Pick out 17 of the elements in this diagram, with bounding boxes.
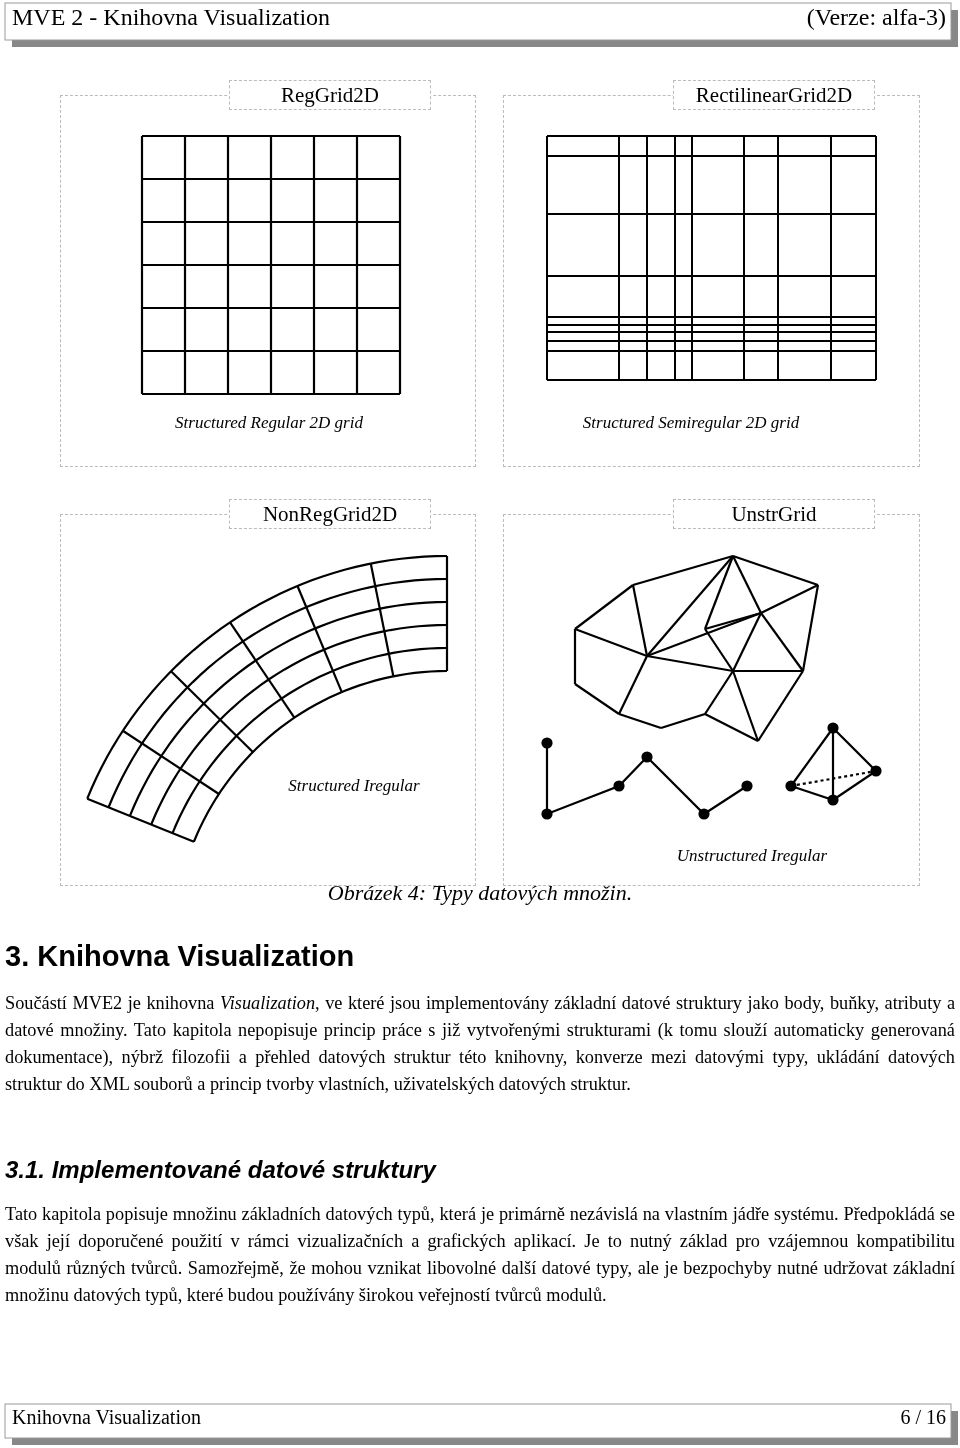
panel-title: RegGrid2D [229, 80, 431, 110]
page-number: 6 / 16 [899, 1406, 946, 1429]
header-title: MVE 2 - Knihovna Visualization [12, 4, 332, 31]
version-label: (Verze: alfa-3) [805, 4, 946, 31]
subsection-heading: 3.1. Implementované datové struktury [5, 1156, 438, 1184]
body-paragraph: Součástí MVE2 je knihovna Visualization, ve které jsou implementovány základní datové struktury jako body, buňky, atributy a datové množiny. Tato kapitola nepopisuje princip práce s již vytvořenými strukturami (k tomu slouží automaticky generovaná dokumentace), nýbrž filozofii a přehled datových struktur této knihovny, konverze mezi datovými typy, ukládání datových struktur do XML souborů a princip tvorby vlastních, uživatelských datových struktur. [5, 992, 955, 1096]
panel-title: UnstrGrid [673, 499, 875, 529]
panel-caption: Structured Semiregular 2D grid [582, 413, 800, 433]
panel-caption: Structured Iregular [288, 776, 420, 796]
footer-title: Knihovna Visualization [12, 1406, 202, 1429]
figure-caption: Obrázek 4: Typy datových množin. [326, 880, 634, 906]
body-paragraph: Tato kapitola popisuje množinu základních datových typů, která je primárně nezávislá na vlastním jádře systému. Předpokládá se však její doporučené použití v rámci vizualizačních a grafických aplikací. Je to nutný základ pro vzájemnou kompatibilitu modulů různých tvůrců. Samozřejmě, že mohou vznikat libovolné další datové typy, ale je bezpochyby nutné udržovat základní množinu datových typů, které budou používány širokou veřejností tvůrců modulů. [5, 1203, 955, 1307]
section-heading: 3. Knihovna Visualization [5, 940, 356, 973]
panel-caption: Structured Regular 2D grid [175, 413, 363, 433]
panel-title: RectilinearGrid2D [673, 80, 875, 110]
panel-caption: Unstructured Iregular [676, 846, 828, 866]
panel-title: NonRegGrid2D [229, 499, 431, 529]
